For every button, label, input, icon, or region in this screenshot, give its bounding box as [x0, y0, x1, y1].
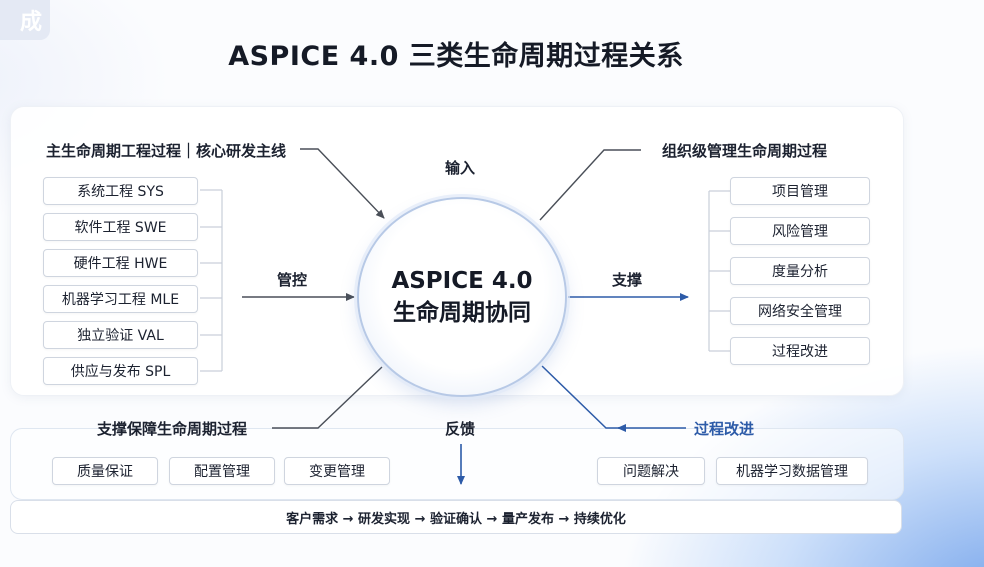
improvement-item-problem-resolution: 问题解决 [597, 457, 705, 485]
supporting-lifecycle-title: 支撑保障生命周期过程 [97, 420, 248, 438]
organizational-bracket [708, 190, 730, 352]
flow-bar: 客户需求 → 研发实现 → 验证确认 → 量产发布 → 持续优化 [10, 500, 902, 534]
core-circle: ASPICE 4.0 生命周期协同 [357, 197, 567, 397]
input-label: 输入 [445, 159, 476, 177]
primary-item-mle: 机器学习工程 MLE [43, 285, 198, 313]
primary-bracket [200, 189, 223, 372]
corner-badge: 成 [0, 0, 50, 40]
organizational-connector [539, 149, 641, 221]
core-title: ASPICE 4.0 [391, 268, 533, 294]
organizational-item-risk-management: 风险管理 [730, 217, 870, 245]
primary-item-spl: 供应与发布 SPL [43, 357, 198, 385]
organizational-item-project-management: 项目管理 [730, 177, 870, 205]
supporting-item-quality-assurance: 质量保证 [52, 457, 158, 485]
page-title: ASPICE 4.0 三类生命周期过程关系 [228, 41, 684, 72]
supporting-connector [272, 366, 383, 429]
improvement-item-ml-data-management: 机器学习数据管理 [716, 457, 868, 485]
primary-item-sys: 系统工程 SYS [43, 177, 198, 205]
improvement-connector [541, 365, 620, 429]
input-arrow [300, 148, 385, 219]
primary-item-val: 独立验证 VAL [43, 321, 198, 349]
organizational-item-process-improvement: 过程改进 [730, 337, 870, 365]
organizational-item-cybersecurity: 网络安全管理 [730, 297, 870, 325]
flow-text: 客户需求 → 研发实现 → 验证确认 → 量产发布 → 持续优化 [286, 511, 626, 527]
supporting-item-change-management: 变更管理 [284, 457, 390, 485]
organizational-item-measurement: 度量分析 [730, 257, 870, 285]
organizational-lifecycle-title: 组织级管理生命周期过程 [662, 142, 828, 160]
primary-item-swe: 软件工程 SWE [43, 213, 198, 241]
supporting-item-configuration-management: 配置管理 [169, 457, 275, 485]
support-label: 支撑 [612, 271, 643, 289]
core-subtitle: 生命周期协同 [393, 300, 531, 326]
primary-lifecycle-title: 主生命周期工程过程｜核心研发主线 [46, 142, 287, 160]
improvement-title: 过程改进 [694, 420, 755, 438]
primary-item-hwe: 硬件工程 HWE [43, 249, 198, 277]
feedback-label: 反馈 [445, 420, 476, 438]
control-label: 管控 [277, 271, 308, 289]
